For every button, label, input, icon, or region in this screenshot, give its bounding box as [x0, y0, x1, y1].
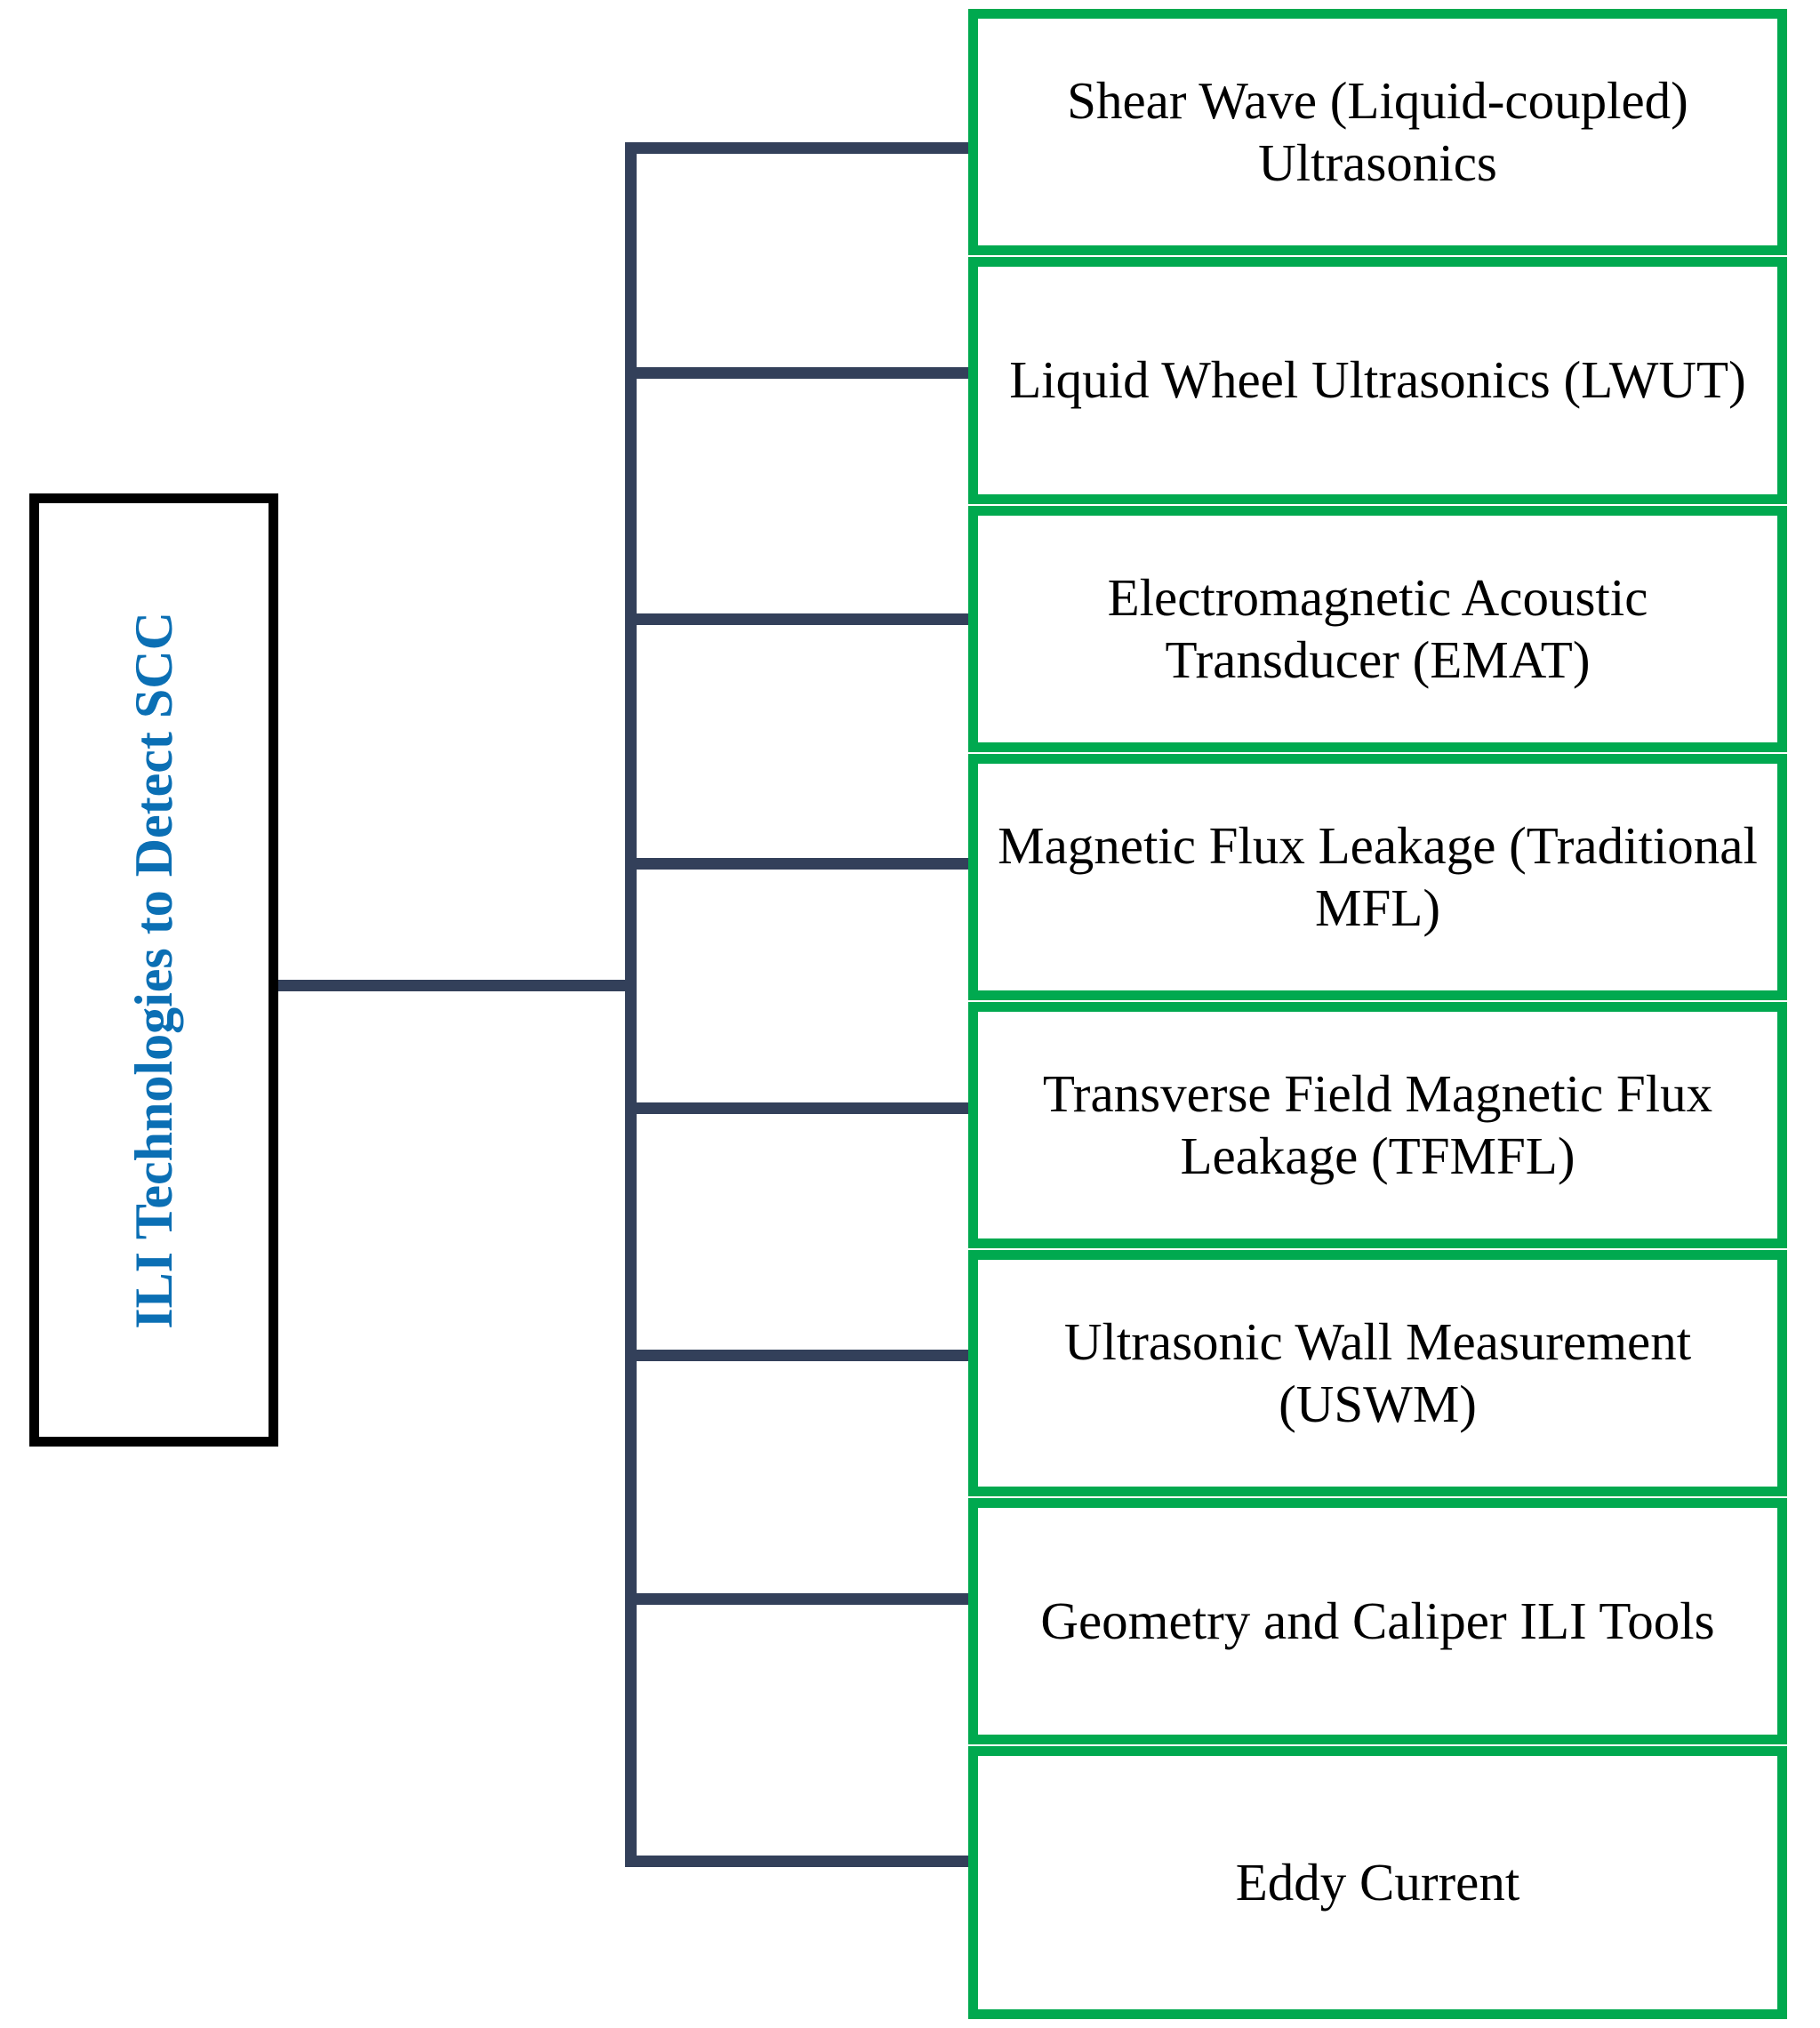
connector-branch-8 [625, 1856, 974, 1867]
leaf-box-liquid-wheel-ultrasonics[interactable]: Liquid Wheel Ultrasonics (LWUT) [968, 257, 1787, 504]
leaf-label: Ultrasonic Wall Measurement (USWM) [1063, 1311, 1692, 1433]
leaf-label: Liquid Wheel Ultrasonics (LWUT) [1009, 350, 1746, 410]
leaf-box-geometry-caliper[interactable]: Geometry and Caliper ILI Tools [968, 1498, 1787, 1744]
connector-root-to-trunk [278, 980, 632, 991]
root-node-ili-technologies[interactable]: ILI Technologies to Detect SCC [29, 493, 278, 1447]
connector-branch-7 [625, 1593, 974, 1605]
leaf-label: Geometry and Caliper ILI Tools [1040, 1591, 1715, 1650]
connector-branch-4 [625, 858, 974, 870]
root-node-label: ILI Technologies to Detect SCC [124, 611, 183, 1329]
leaf-box-emat[interactable]: Electromagnetic Acoustic Transducer (EMA… [968, 506, 1787, 752]
connector-trunk-vertical [625, 142, 637, 1867]
connector-branch-2 [625, 367, 974, 379]
leaf-label: Electromagnetic Acoustic Transducer (EMA… [1107, 567, 1648, 689]
leaf-label: Transverse Field Magnetic Flux Leakage (… [1042, 1063, 1713, 1185]
connector-branch-6 [625, 1350, 974, 1361]
leaf-box-tfmfl[interactable]: Transverse Field Magnetic Flux Leakage (… [968, 1002, 1787, 1248]
leaf-box-shear-wave[interactable]: Shear Wave (Liquid-coupled) Ultrasonics [968, 9, 1787, 255]
connector-branch-1 [625, 142, 974, 154]
leaf-box-eddy-current[interactable]: Eddy Current [968, 1746, 1787, 2019]
connector-branch-5 [625, 1102, 974, 1114]
leaf-label: Eddy Current [1235, 1852, 1520, 1912]
connector-branch-3 [625, 613, 974, 625]
leaf-label: Shear Wave (Liquid-coupled) Ultrasonics [1067, 70, 1688, 192]
leaf-label: Magnetic Flux Leakage (Traditional MFL) [998, 815, 1758, 937]
leaf-box-uswm[interactable]: Ultrasonic Wall Measurement (USWM) [968, 1250, 1787, 1496]
leaf-box-traditional-mfl[interactable]: Magnetic Flux Leakage (Traditional MFL) [968, 754, 1787, 1000]
